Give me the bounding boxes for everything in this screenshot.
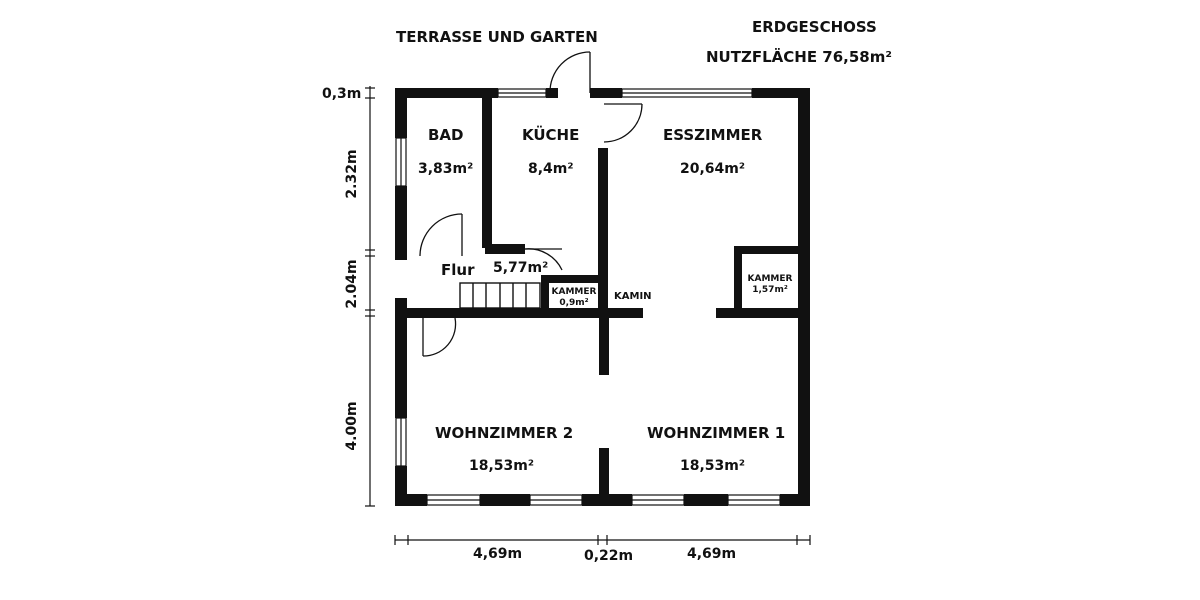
room-name-wohnzimmer-1: WOHNZIMMER 1 — [647, 424, 786, 442]
dimension-label-h-0: 4,69m — [473, 546, 523, 562]
room-name-kueche: KÜCHE — [522, 126, 580, 144]
vertical-dimension-line — [365, 86, 375, 507]
room-name-bad: BAD — [428, 126, 464, 144]
doors — [419, 51, 643, 357]
horizontal-dimension-line — [394, 535, 811, 545]
outer-walls — [395, 88, 810, 506]
room-area-flur: 5,77m² — [493, 260, 549, 276]
dimension-label-v-2: 2.04m — [344, 259, 360, 309]
dimension-label-v-0: 0,3m — [322, 86, 362, 102]
room-name-kammer-small: KAMMER — [551, 287, 597, 297]
room-name-kammer-right: KAMMER — [747, 274, 793, 284]
room-name-wohnzimmer-2: WOHNZIMMER 2 — [435, 424, 574, 442]
dimension-label-v-1: 2.32m — [344, 149, 360, 199]
usable-area-label: NUTZFLÄCHE 76,58m² — [706, 48, 892, 66]
windows — [395, 88, 781, 506]
room-area-kammer-small: 0,9m² — [559, 298, 589, 308]
room-area-kueche: 8,4m² — [528, 161, 574, 177]
dimension-label-h-1: 0,22m — [584, 548, 634, 564]
room-kammer-right: KAMMER 1,57m² — [743, 274, 797, 296]
room-area-wohnzimmer-1: 18,53m² — [680, 458, 746, 474]
room-area-bad: 3,83m² — [418, 161, 474, 177]
room-area-wohnzimmer-2: 18,53m² — [469, 458, 535, 474]
kamin-label: KAMIN — [614, 291, 652, 302]
room-kammer-small: KAMMER 0,9m² — [548, 287, 600, 309]
floor-label: ERDGESCHOSS — [752, 18, 877, 36]
room-name-esszimmer: ESSZIMMER — [663, 126, 763, 144]
outside-label: TERRASSE UND GARTEN — [396, 28, 598, 46]
dimension-label-v-3: 4.00m — [344, 401, 360, 451]
dimension-label-h-2: 4,69m — [687, 546, 737, 562]
interior-walls — [407, 98, 798, 498]
stairs — [459, 282, 541, 309]
room-name-flur: Flur — [441, 261, 475, 279]
room-area-esszimmer: 20,64m² — [680, 161, 746, 177]
room-area-kammer-right: 1,57m² — [752, 285, 788, 295]
